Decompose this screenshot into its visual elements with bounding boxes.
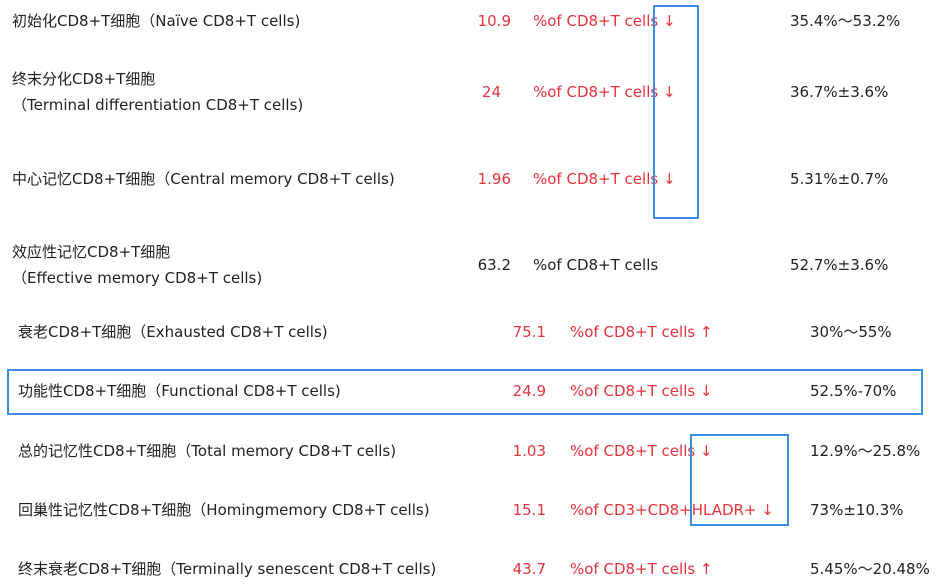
cell-type-name: 初始化CD8+T细胞（Naïve CD8+T cells) bbox=[12, 12, 301, 30]
result-value: 43.7 bbox=[512, 560, 546, 578]
result-unit: %of CD8+T cells bbox=[533, 256, 659, 274]
reference-range: 52.5%-70% bbox=[810, 382, 897, 400]
reference-range: 52.7%±3.6% bbox=[790, 256, 889, 274]
cell-type-name-english: （Terminal differentiation CD8+T cells) bbox=[12, 96, 304, 114]
result-value: 63.2 bbox=[477, 256, 511, 274]
cell-type-name: 中心记忆CD8+T细胞（Central memory CD8+T cells) bbox=[12, 170, 395, 188]
result-unit: %of CD8+T cells ↓ bbox=[570, 442, 713, 460]
result-value: 1.96 bbox=[477, 170, 511, 188]
result-value: 24.9 bbox=[512, 382, 546, 400]
cell-type-name: 终末衰老CD8+T细胞（Terminally senescent CD8+T c… bbox=[18, 560, 437, 578]
result-unit: %of CD8+T cells ↑ bbox=[570, 560, 713, 578]
result-unit: %of CD8+T cells ↓ bbox=[533, 170, 676, 188]
result-unit: %of CD8+T cells ↑ bbox=[570, 323, 713, 341]
cell-type-name: 效应性记忆CD8+T细胞 bbox=[12, 243, 171, 261]
cell-type-name-english: （Effective memory CD8+T cells) bbox=[12, 269, 263, 287]
result-unit: %of CD8+T cells ↓ bbox=[570, 382, 713, 400]
result-unit: %of CD3+CD8+HLADR+ ↓ bbox=[570, 501, 774, 519]
reference-range: 5.45%～20.48% bbox=[810, 560, 930, 578]
result-unit: %of CD8+T cells ↓ bbox=[533, 12, 676, 30]
cell-type-name: 终末分化CD8+T细胞 bbox=[12, 70, 156, 88]
reference-range: 35.4%～53.2% bbox=[790, 12, 901, 30]
result-value: 10.9 bbox=[477, 12, 511, 30]
result-value: 75.1 bbox=[512, 323, 546, 341]
result-unit: %of CD8+T cells ↓ bbox=[533, 83, 676, 101]
result-value: 15.1 bbox=[512, 501, 546, 519]
reference-range: 36.7%±3.6% bbox=[790, 83, 889, 101]
reference-range: 5.31%±0.7% bbox=[790, 170, 889, 188]
cell-type-name: 衰老CD8+T细胞（Exhausted CD8+T cells) bbox=[18, 323, 328, 341]
result-value: 24 bbox=[481, 83, 501, 101]
cell-type-name: 功能性CD8+T细胞（Functional CD8+T cells) bbox=[18, 382, 341, 400]
reference-range: 12.9%～25.8% bbox=[810, 442, 921, 460]
cell-type-name: 回巢性记忆性CD8+T细胞（Homingmemory CD8+T cells) bbox=[18, 501, 430, 519]
cell-type-name: 总的记忆性CD8+T细胞（Total memory CD8+T cells) bbox=[18, 442, 397, 460]
reference-range: 73%±10.3% bbox=[810, 501, 904, 519]
result-value: 1.03 bbox=[512, 442, 546, 460]
reference-range: 30%～55% bbox=[810, 323, 892, 341]
